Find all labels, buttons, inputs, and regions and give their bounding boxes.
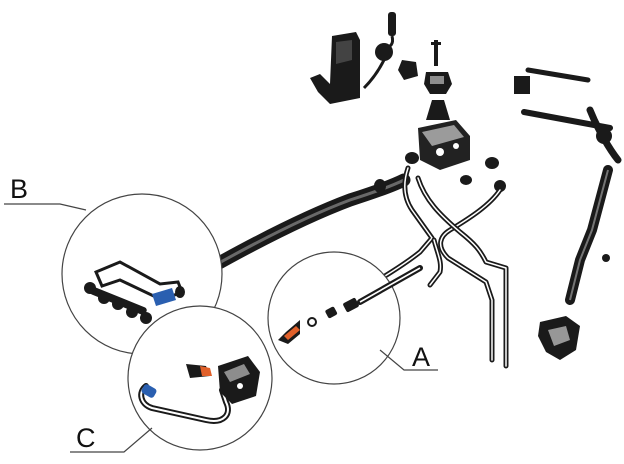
callout-label-c: C <box>76 423 96 453</box>
callout-a: A <box>379 342 438 372</box>
callout-label-b: B <box>10 174 28 204</box>
detail-circle-a <box>267 251 423 385</box>
reservoir-bracket <box>310 12 418 104</box>
callout-c: C <box>70 423 153 453</box>
callout-b: B <box>4 174 87 211</box>
detail-circle-c <box>127 305 273 451</box>
callout-label-a: A <box>412 342 430 372</box>
brake-tubes <box>342 165 509 369</box>
valve-block-assembly <box>405 40 506 192</box>
right-lever-assembly <box>514 67 622 360</box>
main-hose <box>203 173 411 275</box>
